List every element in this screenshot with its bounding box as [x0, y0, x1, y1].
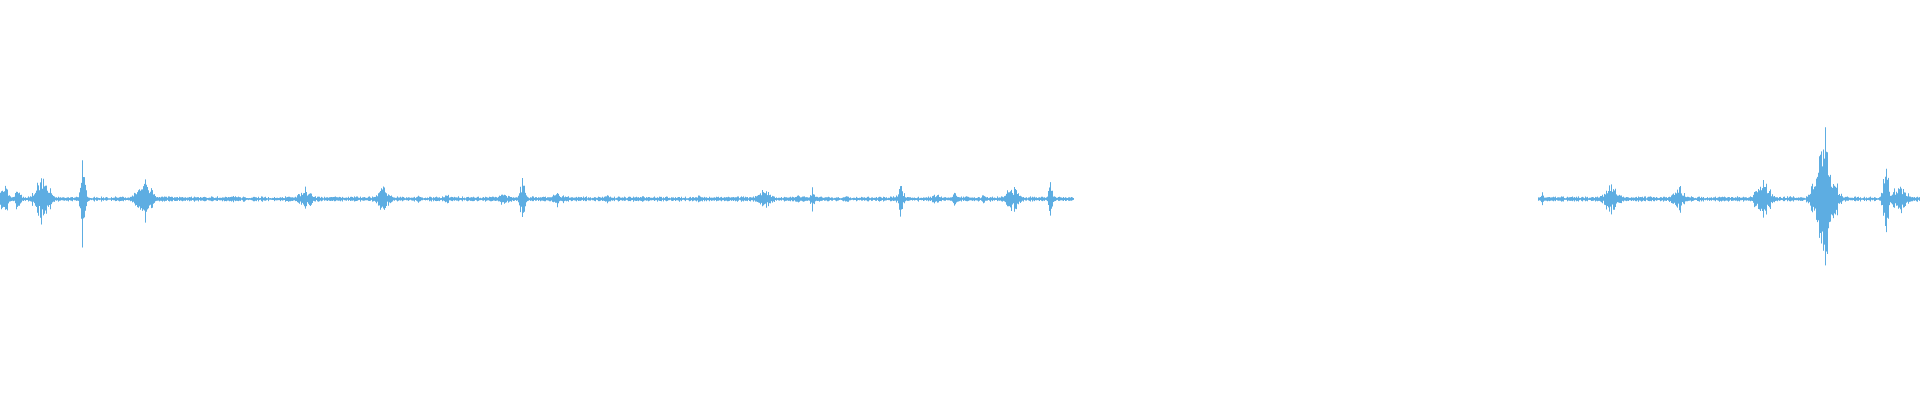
waveform-segment-2	[1538, 127, 1920, 266]
waveform-segment-1	[0, 160, 1074, 248]
